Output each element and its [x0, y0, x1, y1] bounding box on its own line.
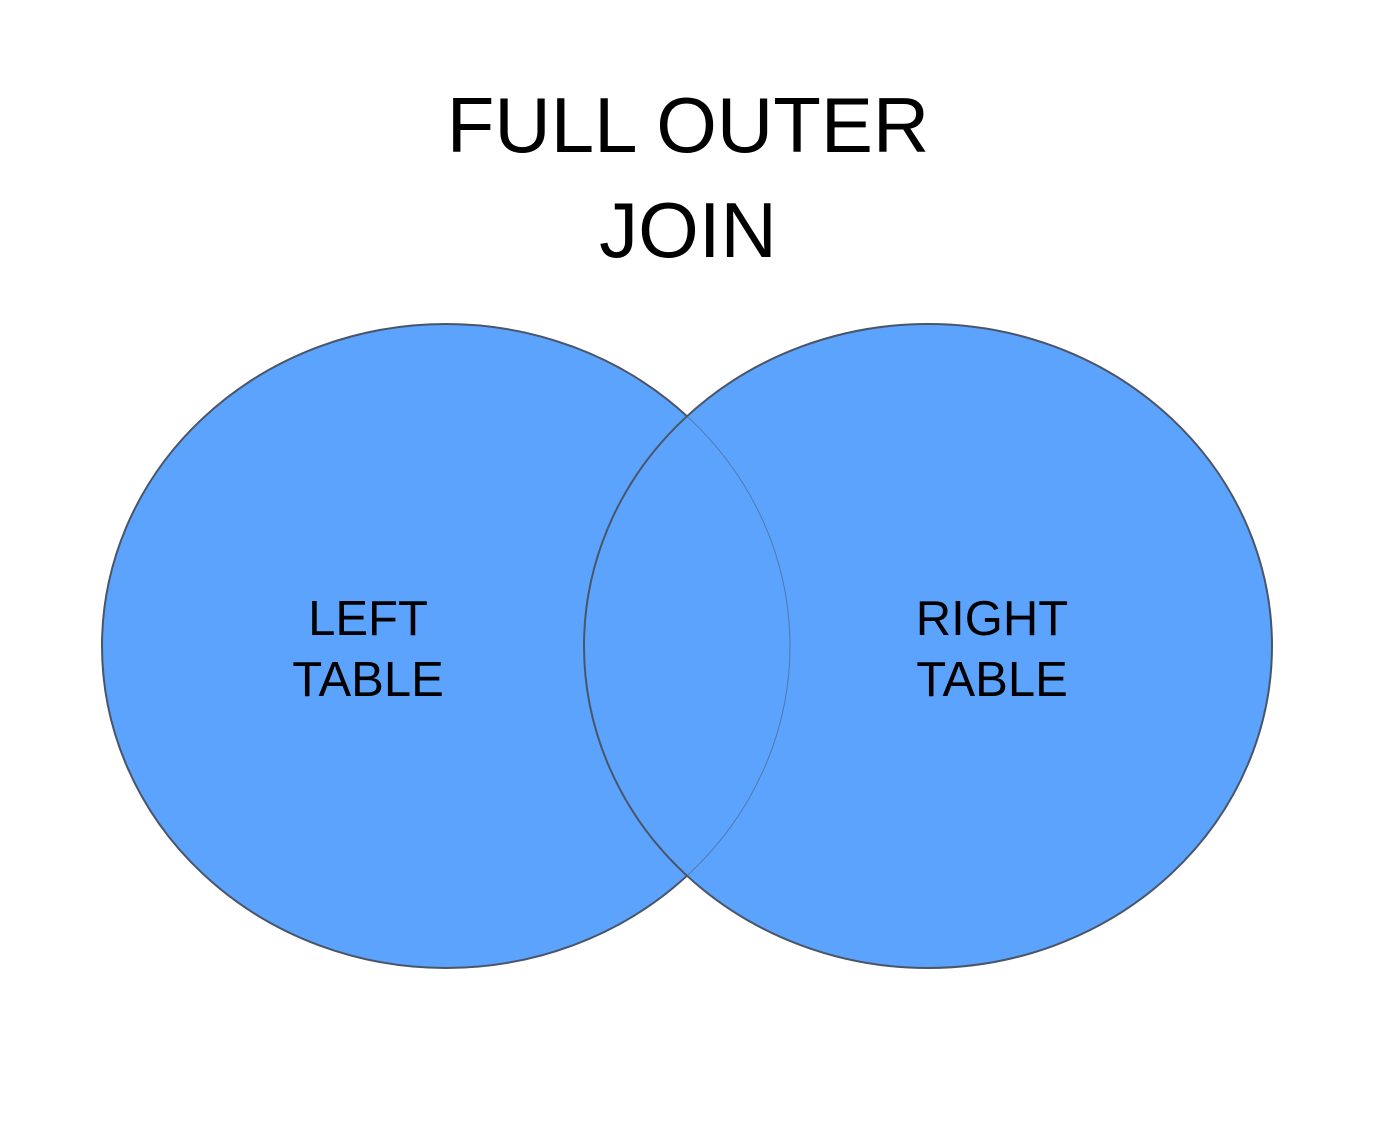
diagram-title: FULL OUTER JOIN [447, 81, 930, 274]
right-label-line-1: RIGHT [916, 592, 1068, 646]
left-table-label: LEFT TABLE [292, 592, 444, 707]
title-line-2: JOIN [599, 186, 777, 274]
right-table-label: RIGHT TABLE [916, 592, 1068, 707]
left-circle-outline [101, 323, 791, 969]
left-label-line-2: TABLE [292, 653, 444, 707]
right-label-line-2: TABLE [916, 653, 1068, 707]
right-table-circle [583, 323, 1273, 969]
left-label-line-1: LEFT [308, 592, 428, 646]
title-line-1: FULL OUTER [447, 81, 930, 169]
